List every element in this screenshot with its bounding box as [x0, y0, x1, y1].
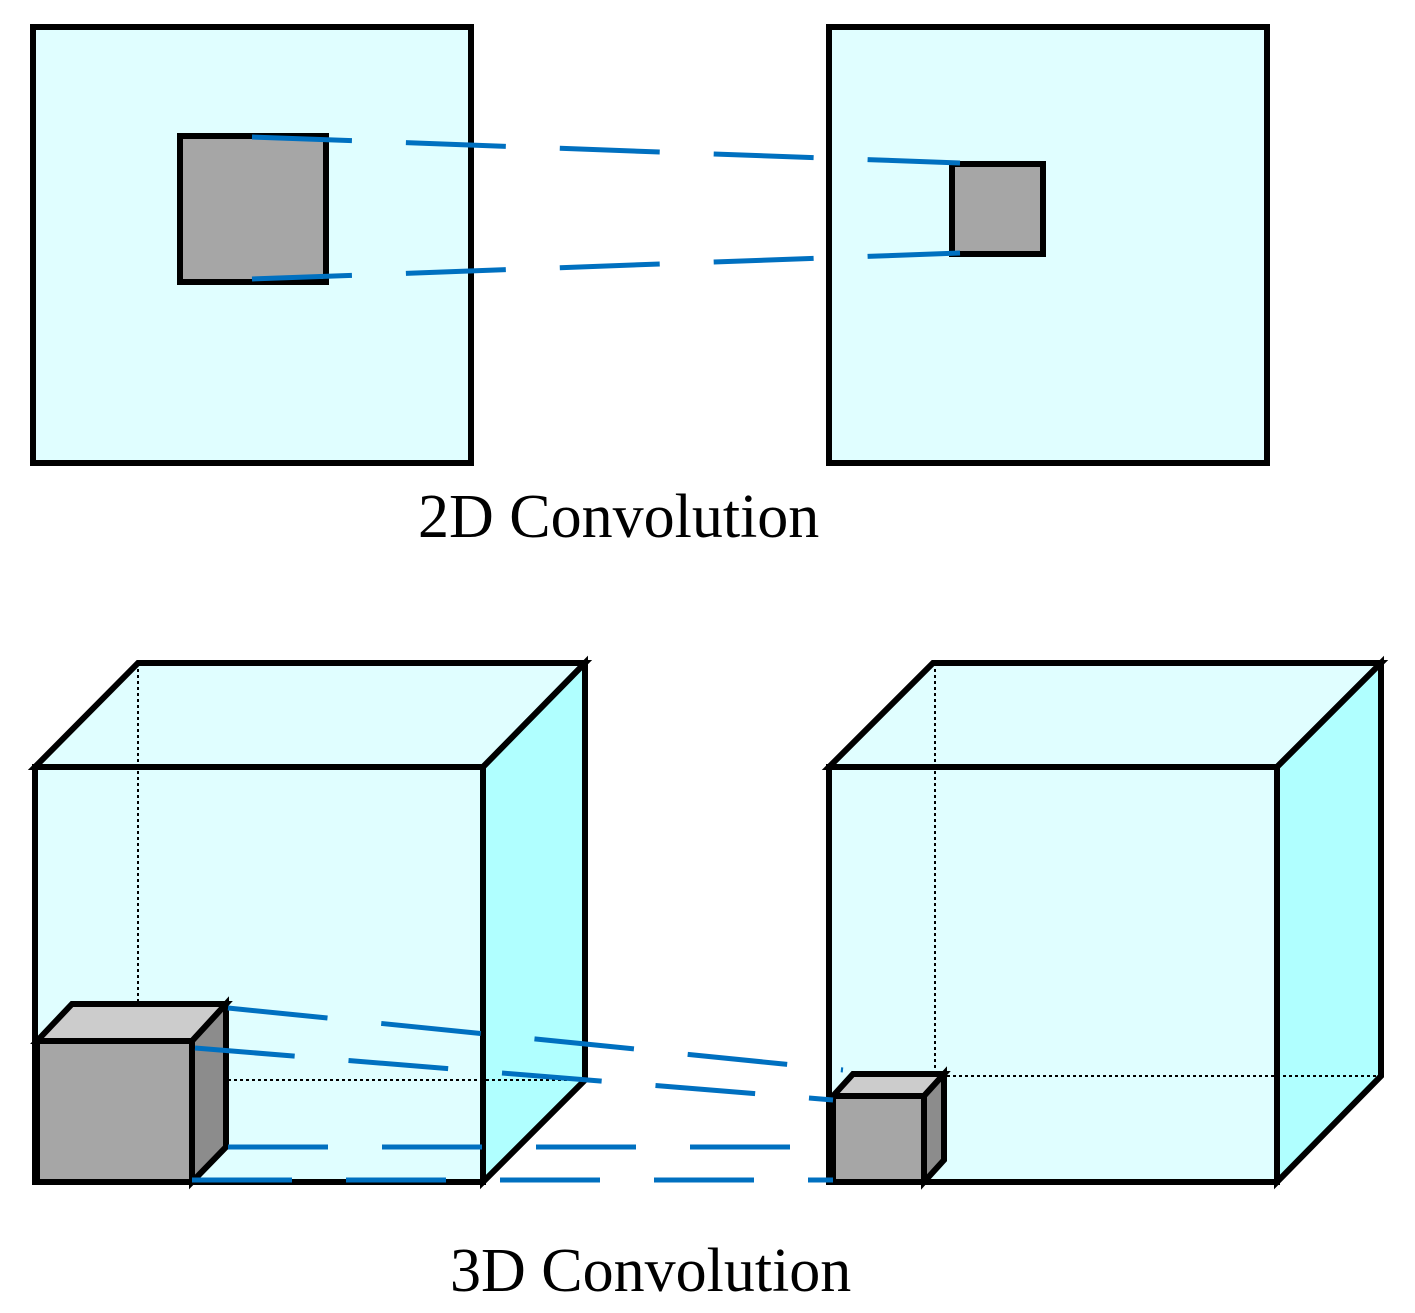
conv2d-input-kernel [177, 133, 329, 285]
conv3d-output-cell [826, 1066, 951, 1190]
conv3d-diagram [27, 655, 1389, 1190]
conv2d-output-map [826, 24, 1270, 466]
conv2d-output-cell [949, 161, 1046, 257]
conv2d-diagram [30, 24, 1270, 466]
conv2d-projection-line-bottom [251, 250, 961, 282]
conv3d-input-kernel [30, 996, 233, 1190]
conv2d-caption: 2D Convolution [418, 483, 820, 551]
conv2d-projection-line-top [251, 134, 961, 166]
conv3d-projection-line-2 [194, 1045, 834, 1103]
conv3d-projection-line-1 [227, 1005, 844, 1073]
conv3d-input-kernel-front [34, 1038, 195, 1185]
conv3d-caption: 3D Convolution [450, 1237, 852, 1305]
conv3d-output-cell-front [830, 1093, 927, 1185]
